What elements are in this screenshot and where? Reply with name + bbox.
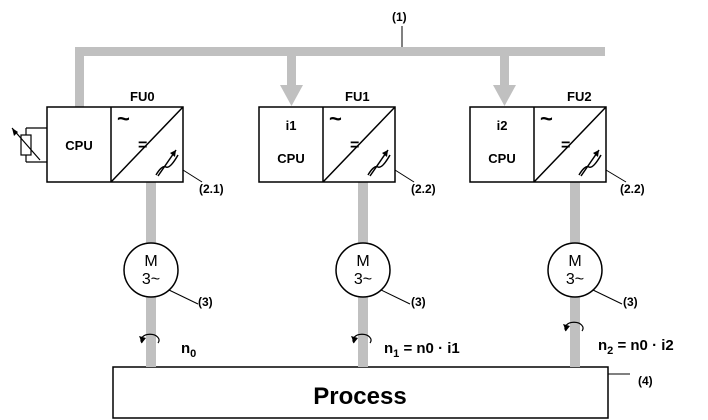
svg-text:~: ~ xyxy=(329,106,342,131)
drive-ref-fu1: (2.2) xyxy=(411,182,436,196)
ratio-label-fu2: i2 xyxy=(497,118,508,133)
drive-ref-fu2: (2.2) xyxy=(620,182,645,196)
svg-text:=: = xyxy=(561,137,570,154)
motor-fu2 xyxy=(547,242,603,298)
bus-ref-label: (1) xyxy=(392,10,407,24)
inverter-symbol-fu0: ~ = xyxy=(110,106,184,183)
motor-ref-leader-fu2 xyxy=(592,289,623,305)
drive-ref-leader-fu0 xyxy=(182,169,203,183)
bus-arrow-fu1 xyxy=(280,85,303,106)
inverter-symbol-fu1: ~ = xyxy=(322,106,396,183)
process-ref-label: (4) xyxy=(638,374,653,388)
speed-fu2: n2 = n0 · i2 xyxy=(598,337,674,357)
bus-drop-fu2 xyxy=(500,56,509,86)
motor-fu1 xyxy=(335,242,391,298)
process-box xyxy=(112,366,609,419)
motor-bottom-fu2: 3~ xyxy=(566,271,584,288)
bus-drop-fu1 xyxy=(287,56,296,86)
drive-fu1: FU1 i1 CPU ~ = (2.2) M 3~ (3) n1 = n0 · … xyxy=(258,89,460,367)
drive-ref-fu0: (2.1) xyxy=(199,182,224,196)
motor-bottom-fu1: 3~ xyxy=(354,271,372,288)
process-label: Process xyxy=(313,383,406,410)
drive-box-fu2 xyxy=(469,106,607,183)
ratio-label-fu1: i1 xyxy=(286,118,297,133)
drive-name-fu2: FU2 xyxy=(567,89,592,104)
drive-fu2: FU2 i2 CPU ~ = (2.2) M 3~ (3) n2 = n0 · … xyxy=(469,89,674,367)
bus-bar xyxy=(75,47,605,56)
drive-name-fu1: FU1 xyxy=(345,89,370,104)
drive-box-fu1 xyxy=(258,106,396,183)
svg-text:~: ~ xyxy=(117,106,130,131)
drive-fu0: FU0 CPU ~ = (2.1) M 3~ (3) n0 xyxy=(11,89,224,367)
motor-fu0 xyxy=(123,242,179,298)
cpu-label-fu2: CPU xyxy=(488,151,515,166)
cpu-label-fu0: CPU xyxy=(65,138,92,153)
motor-top-fu2: M xyxy=(568,253,581,270)
motor-ref-leader-fu0 xyxy=(168,289,199,305)
speed-fu0: n0 xyxy=(181,340,196,360)
drive-ref-leader-fu2 xyxy=(605,169,627,183)
motor-bottom-fu0: 3~ xyxy=(142,271,160,288)
svg-text:=: = xyxy=(350,137,359,154)
inverter-symbol-fu2: ~ = xyxy=(533,106,607,183)
motor-ref-fu2: (3) xyxy=(623,295,638,309)
motor-ref-leader-fu1 xyxy=(380,289,411,305)
speed-fu1: n1 = n0 · i1 xyxy=(384,340,460,360)
motor-top-fu1: M xyxy=(356,253,369,270)
cpu-label-fu1: CPU xyxy=(277,151,304,166)
motor-ref-fu1: (3) xyxy=(411,295,426,309)
motor-ref-fu0: (3) xyxy=(198,295,213,309)
bus: (1) xyxy=(75,10,605,107)
motor-top-fu0: M xyxy=(144,253,157,270)
drive-name-fu0: FU0 xyxy=(130,89,155,104)
svg-text:=: = xyxy=(138,137,147,154)
drive-ref-leader-fu1 xyxy=(394,169,415,183)
bus-drop-fu0 xyxy=(75,47,84,107)
bus-arrow-fu2 xyxy=(493,85,516,106)
potentiometer-icon xyxy=(11,127,47,163)
process: Process (4) xyxy=(112,366,653,419)
svg-text:~: ~ xyxy=(540,106,553,131)
